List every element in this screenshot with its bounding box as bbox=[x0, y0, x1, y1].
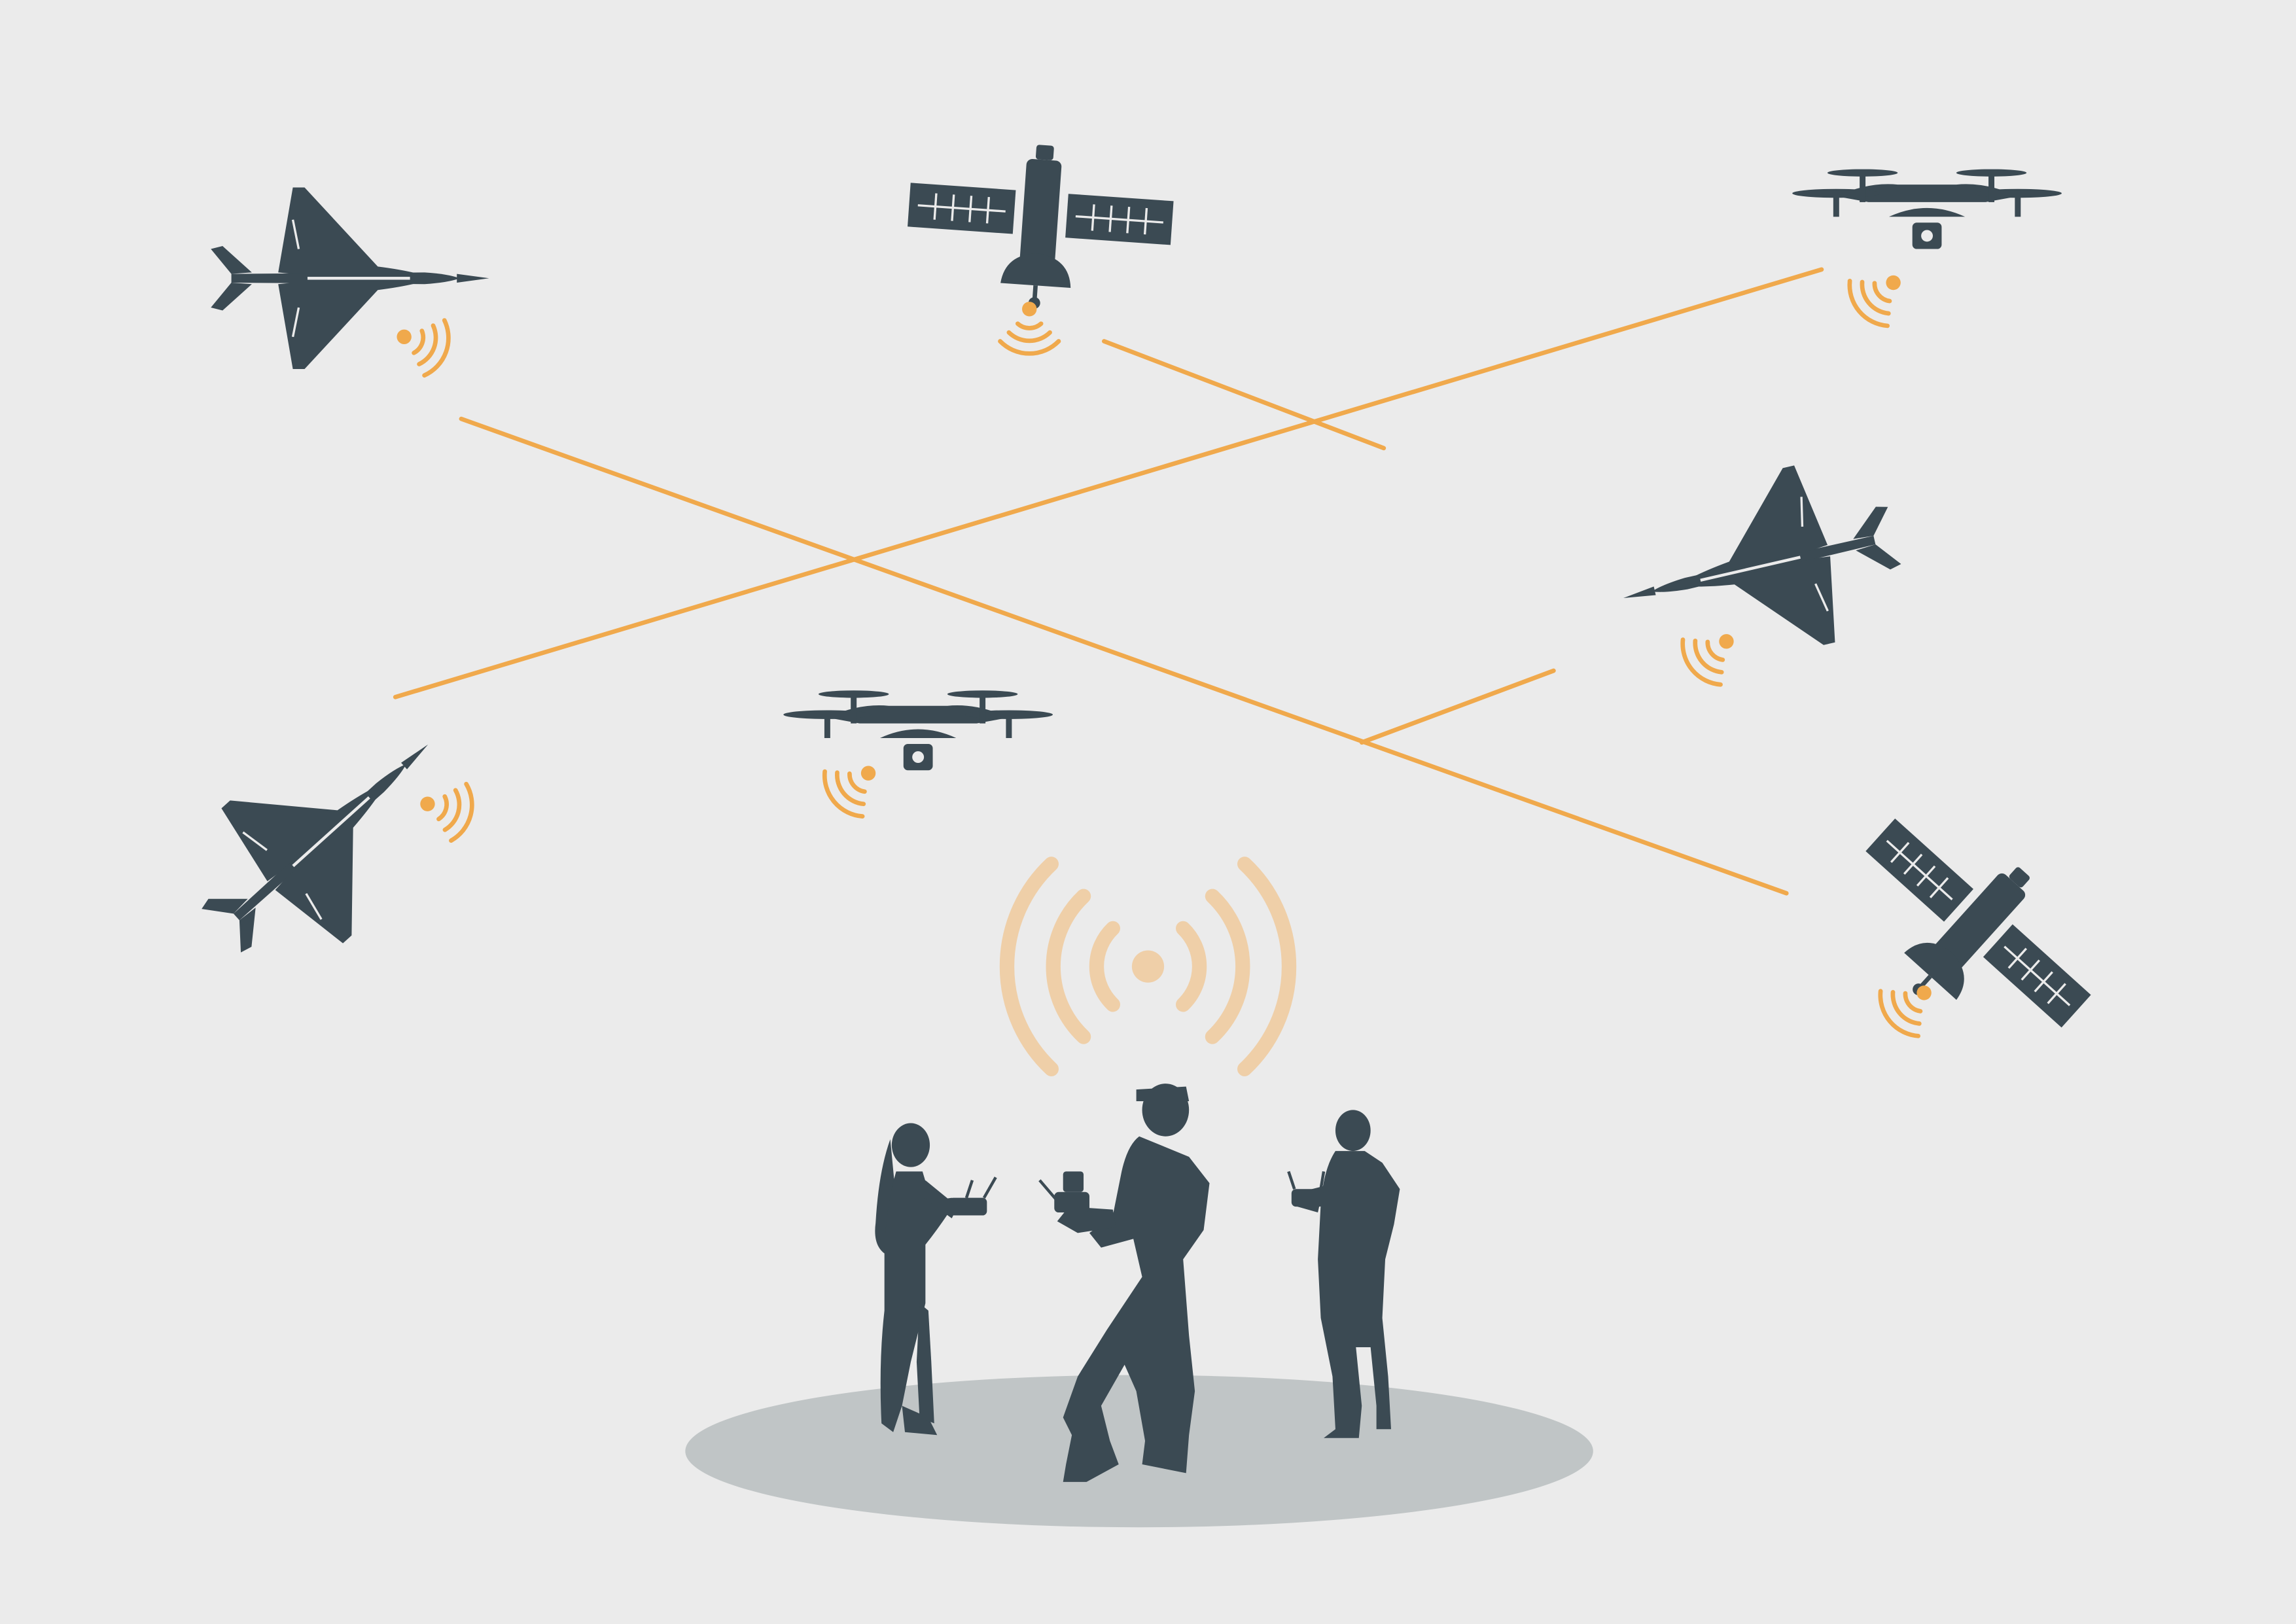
person-silhouette-icon bbox=[875, 1123, 961, 1436]
link-lines bbox=[393, 267, 1824, 896]
link-line-jet-to-drone bbox=[393, 267, 1824, 699]
broadcast-icon bbox=[999, 856, 1297, 1076]
remote-controller-icon bbox=[1038, 1171, 1089, 1213]
person-silhouette-icon bbox=[1297, 1110, 1400, 1438]
remote-controller-icon bbox=[1287, 1171, 1326, 1207]
link-line-jet-right bbox=[1359, 668, 1556, 745]
remote-controller-icon bbox=[949, 1176, 997, 1216]
link-line-jet-to-satellite bbox=[459, 416, 1789, 896]
link-line-satellite bbox=[1102, 339, 1386, 451]
person-silhouette-icon bbox=[1057, 1084, 1210, 1482]
